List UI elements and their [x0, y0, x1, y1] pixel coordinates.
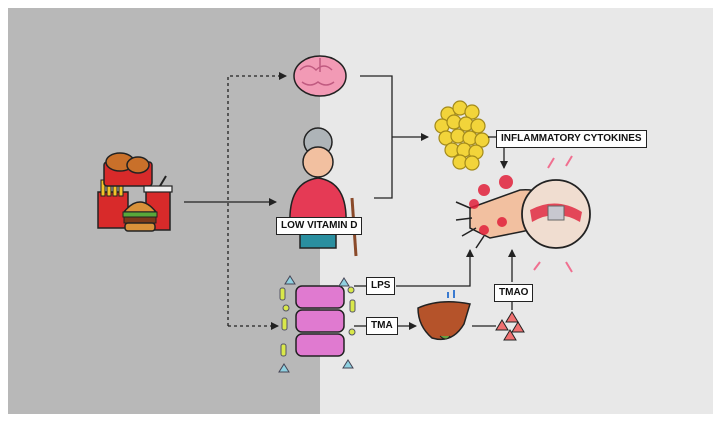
label-tmao: TMAO [494, 284, 534, 302]
label-inflammatory-cytokines: INFLAMMATORY CYTOKINES [496, 130, 647, 148]
brain-icon [293, 55, 347, 97]
arrow-lps-to-hand [396, 249, 474, 287]
label-tma: TMA [366, 317, 398, 335]
elderly-woman-icon [289, 127, 358, 257]
label-low-vitamin-d: LOW VITAMIN D [276, 217, 363, 235]
fast-food-icon [97, 152, 173, 232]
inflamed-hand-icon [455, 155, 591, 273]
dashed-path-to-brain [227, 72, 287, 326]
triangles-icon [495, 311, 525, 341]
label-lps: LPS [366, 277, 396, 295]
liver-icon [417, 290, 471, 341]
gut-cells-icon [278, 275, 356, 373]
fat-cells-icon [434, 100, 490, 171]
